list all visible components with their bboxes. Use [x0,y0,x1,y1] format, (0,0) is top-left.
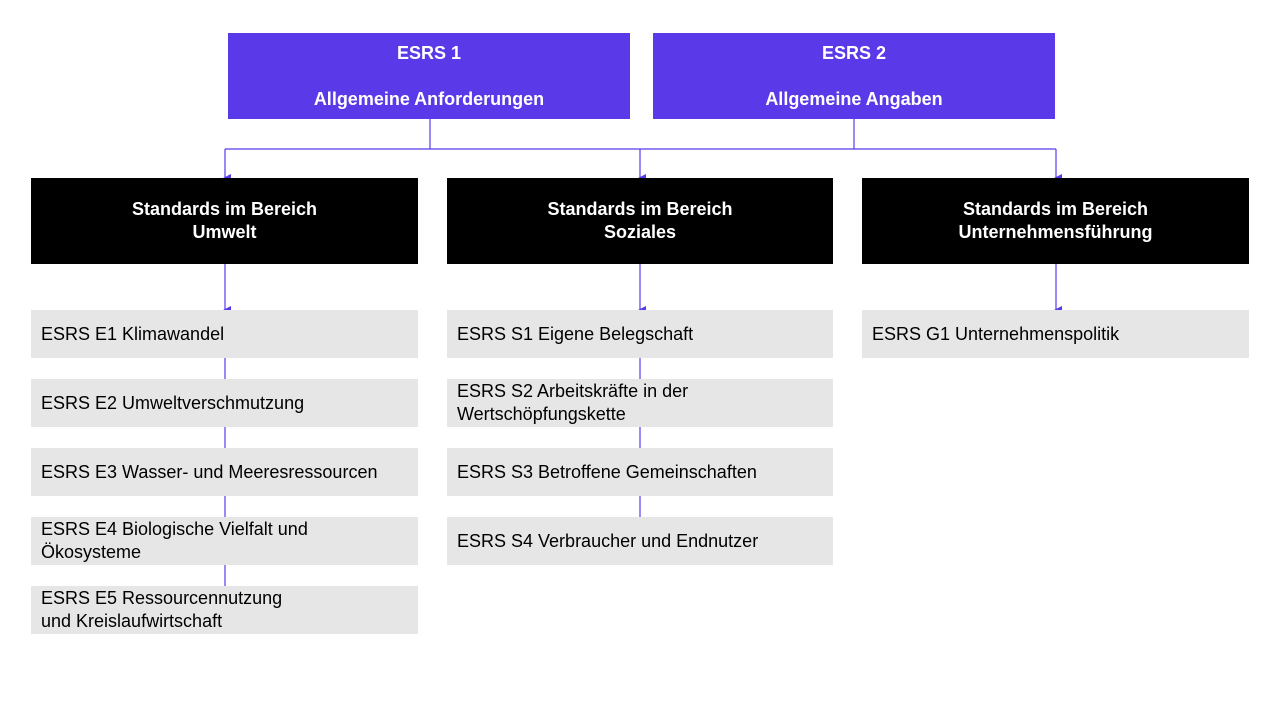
item-esrs-e2: ESRS E2 Umweltverschmutzung [31,379,418,427]
item-esrs-g1: ESRS G1 Unternehmenspolitik [862,310,1249,358]
item-esrs-s2: ESRS S2 Arbeitskräfte in der Wertschöpfu… [447,379,833,427]
esrs1-title: ESRS 1 [396,42,461,63]
item-esrs-e5: ESRS E5 Ressourcennutzung und Kreislaufw… [31,586,418,634]
esrs1-subtitle: Allgemeine Anforderungen [313,88,545,109]
item-esrs-s3: ESRS S3 Betroffene Gemeinschaften [447,448,833,496]
item-esrs-s1: ESRS S1 Eigene Belegschaft [447,310,833,358]
item-esrs-e3: ESRS E3 Wasser- und Meeresressourcen [31,448,418,496]
esrs2-subtitle: Allgemeine Angaben [765,88,943,109]
category-unternehmensfuehrung: Standards im Bereich Unternehmensführung [862,178,1249,264]
esrs2-box: ESRS 2 Allgemeine Angaben [653,33,1055,119]
esrs2-title: ESRS 2 [821,42,887,63]
item-esrs-e4: ESRS E4 Biologische Vielfalt und Ökosyst… [31,517,418,565]
category-umwelt: Standards im Bereich Umwelt [31,178,418,264]
item-esrs-s4: ESRS S4 Verbraucher und Endnutzer [447,517,833,565]
item-esrs-e1: ESRS E1 Klimawandel [31,310,418,358]
category-soziales: Standards im Bereich Soziales [447,178,833,264]
esrs1-box: ESRS 1 Allgemeine Anforderungen [228,33,630,119]
